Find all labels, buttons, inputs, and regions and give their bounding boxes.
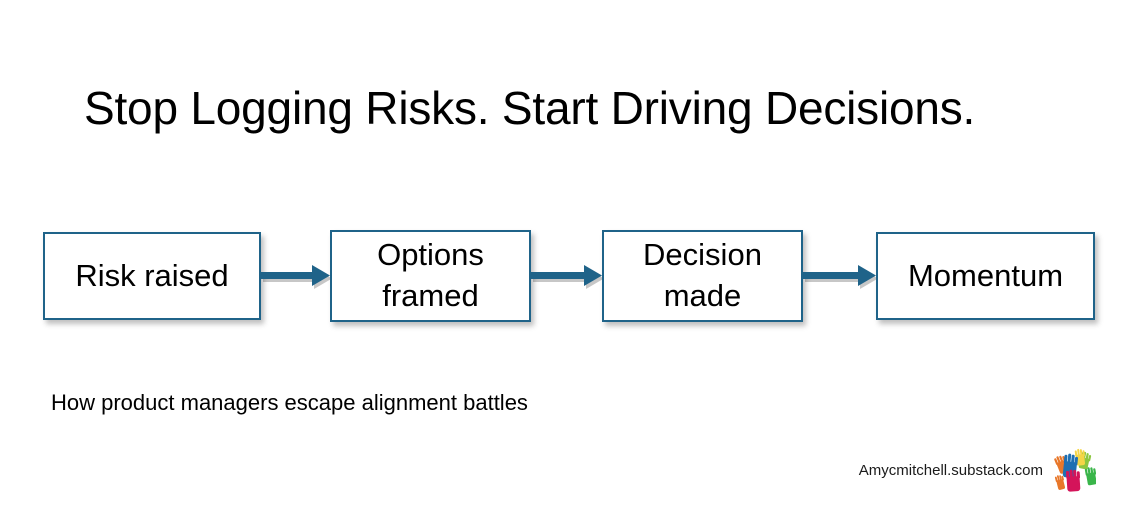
page-title: Stop Logging Risks. Start Driving Decisi… — [84, 82, 976, 134]
arrow-decision-to-momentum-icon — [803, 265, 878, 289]
flow-node-momentum[interactable]: Momentum — [876, 232, 1095, 320]
colorful-hands-logo-icon — [1052, 448, 1096, 492]
flow-node-options-framed[interactable]: Options framed — [330, 230, 531, 322]
flow-node-risk-raised[interactable]: Risk raised — [43, 232, 261, 320]
arrow-options-to-decision-icon — [531, 265, 604, 289]
footer: Amycmitchell.substack.com — [859, 448, 1096, 492]
flow-node-decision-made[interactable]: Decision made — [602, 230, 803, 322]
subtitle-caption: How product managers escape alignment ba… — [51, 390, 528, 415]
arrow-risk-to-options-icon — [261, 265, 332, 289]
footer-site-url[interactable]: Amycmitchell.substack.com — [858, 461, 1043, 479]
